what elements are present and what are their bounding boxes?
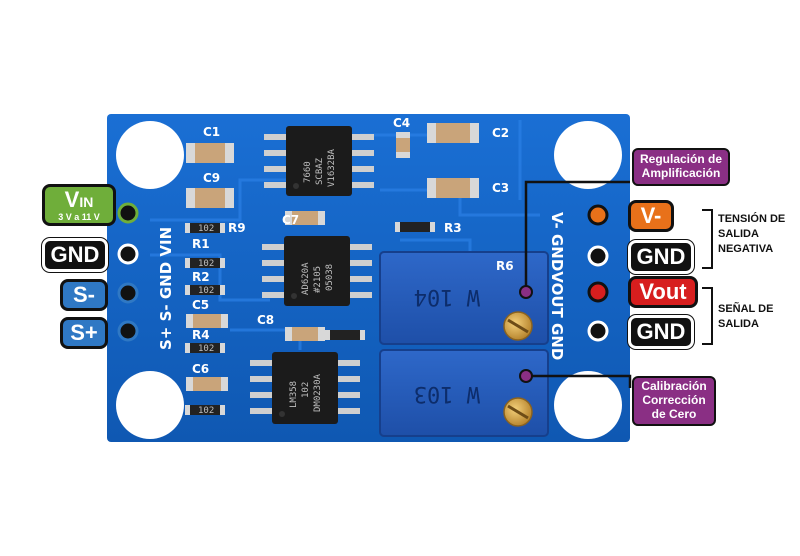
callout-dot-zero [519,369,533,383]
svg-text:7660: 7660 [303,161,313,183]
svg-text:05038: 05038 [325,264,335,291]
svg-text:C7: C7 [282,213,299,227]
svg-text:C8: C8 [257,313,274,327]
svg-text:C2: C2 [492,126,509,140]
svg-text:C3: C3 [492,181,509,195]
pin-s-minus [117,282,139,304]
callout-calibracion-cero: Calibración Corrección de Cero [632,376,716,426]
svg-text:C6: C6 [192,362,209,376]
label-gnd-right-1: GND [628,240,694,274]
pin-vin [117,202,139,224]
svg-text:LM358: LM358 [289,381,299,408]
svg-text:V1632BA: V1632BA [327,148,337,187]
label-s-plus: S+ [60,317,108,349]
svg-text:#2105: #2105 [313,266,323,293]
silkscreen-labels: C1 C9 C2 C3 C4 C5 C6 C7 C8 R1 R2 R3 R4 R… [157,116,566,376]
svg-text:R9: R9 [228,221,246,235]
potentiometer-zero: W 103 [379,349,549,437]
capacitor-c1 [186,143,234,163]
capacitor-c6 [186,377,228,391]
svg-text:W 104: W 104 [414,284,480,309]
svg-text:SCBAZ: SCBAZ [315,157,325,185]
mounting-hole-bottom-right [554,371,622,439]
svg-text:R3: R3 [444,221,462,235]
label-s-minus: S- [60,279,108,311]
capacitor-c8 [285,327,325,341]
svg-text:C5: C5 [192,298,209,312]
label-vout: Vout [628,276,698,308]
ic-ad620: AD620A #2105 05038 [262,236,372,306]
svg-text:102: 102 [198,286,214,296]
capacitor-c4 [396,132,410,158]
capacitor-c3 [427,178,479,198]
svg-text:C4: C4 [393,116,410,130]
callout-regulacion-amplificacion: Regulación de Amplificación [632,148,730,186]
svg-text:S+ S- GND VIN: S+ S- GND VIN [157,227,175,350]
pin-vout [587,281,609,303]
capacitor-c9 [186,188,234,208]
mounting-hole-top-left [116,121,184,189]
capacitor-c7 [285,211,325,225]
mounting-hole-bottom-left [116,371,184,439]
svg-text:102: 102 [198,259,214,269]
label-gnd-right-2: GND [628,315,694,349]
svg-text:102: 102 [198,406,214,416]
callout-lines [524,180,632,388]
resistors [190,222,430,415]
svg-text:R4: R4 [192,328,210,342]
svg-text:102: 102 [301,382,311,398]
svg-text:DM0230A: DM0230A [313,373,323,412]
label-gnd-left: GND [42,238,108,272]
svg-text:102: 102 [198,344,214,354]
header-pins-right [587,204,609,342]
pin-gnd-right-1 [587,245,609,267]
svg-text:R6: R6 [496,259,514,273]
resistor-pads [185,222,435,415]
pin-v-minus [587,204,609,226]
side-brackets [702,209,713,345]
pin-gnd-right-2 [587,320,609,342]
header-pins-left [117,202,139,342]
svg-text:C9: C9 [203,171,220,185]
potentiometer-gain: W 104 [379,251,549,345]
callout-dot-gain [519,285,533,299]
svg-text:102: 102 [198,224,214,234]
note-senal-salida: SEÑAL DE SALIDA [718,303,774,330]
note-tension-salida-negativa: TENSIÓN DE SALIDA NEGATIVA [718,213,786,255]
capacitor-c2 [427,123,479,143]
svg-text:C1: C1 [203,125,220,139]
svg-text:R2: R2 [192,270,210,284]
mounting-hole-top-right [554,121,622,189]
svg-text:V- GNDVOUT GND: V- GNDVOUT GND [548,212,566,360]
ic-lm358: LM358 102 DM0230A [250,352,360,424]
resistor-codes: 102 102 102 102 102 [198,224,214,416]
svg-text:AD620A: AD620A [301,262,311,295]
pin-s-plus [117,320,139,342]
pin-gnd-left [117,243,139,265]
svg-text:R1: R1 [192,237,210,251]
ic-7660: 7660 SCBAZ V1632BA [264,126,374,196]
capacitor-c5 [186,314,228,328]
label-v-minus: V- [628,200,674,232]
svg-text:W 103: W 103 [414,381,480,406]
